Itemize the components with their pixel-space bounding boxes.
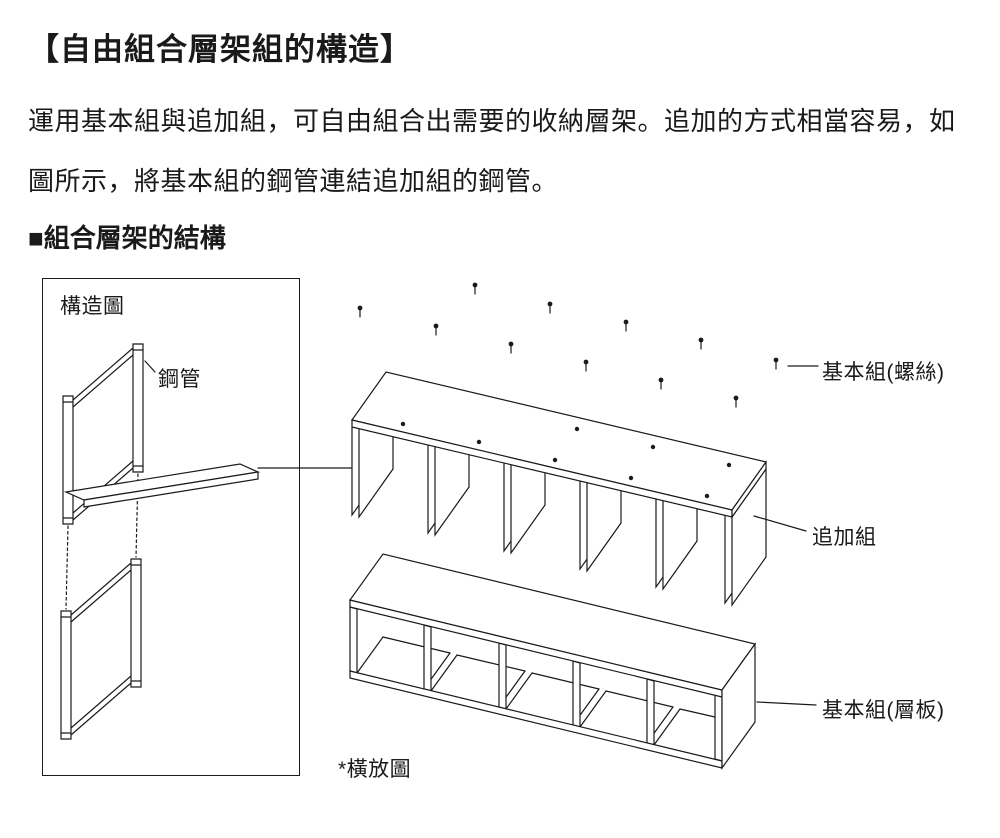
intro-paragraph: 運用基本組與追加組，可自由組合出需要的收納層架。追加的方式相當容易，如圖所示，將… — [28, 106, 956, 196]
screw-icon — [548, 302, 552, 313]
leader-lines — [754, 366, 818, 705]
label-basic-set-shelf-board: 基本組(層板) — [822, 699, 945, 722]
label-basic-set-screws: 基本組(螺絲) — [822, 361, 945, 384]
screw-hole-dots — [400, 421, 732, 499]
screw-icon — [659, 378, 663, 389]
basic-shelf-drawing — [350, 554, 755, 768]
structure-box-title: 構造圖 — [60, 295, 125, 318]
screw-icon — [509, 342, 513, 353]
screw-icon — [774, 358, 778, 369]
label-addon-set: 追加組 — [812, 526, 877, 549]
section-heading: ■組合層架的結構 — [28, 223, 226, 253]
screw-icon — [624, 320, 628, 331]
screw-icon — [584, 360, 588, 371]
screw-icon — [699, 338, 703, 349]
horizontal-view-footnote: *橫放圖 — [338, 758, 412, 781]
pipe-label: 鋼管 — [158, 368, 201, 391]
screw-icon — [473, 283, 477, 294]
page-title: 【自由組合層架組的構造】 — [28, 32, 412, 67]
screw-icon — [734, 396, 738, 407]
structure-diagram-box — [42, 278, 300, 776]
screw-icon — [358, 306, 362, 317]
screws-group — [358, 283, 778, 407]
screw-icon — [434, 324, 438, 335]
addon-shelf-drawing — [352, 372, 766, 605]
